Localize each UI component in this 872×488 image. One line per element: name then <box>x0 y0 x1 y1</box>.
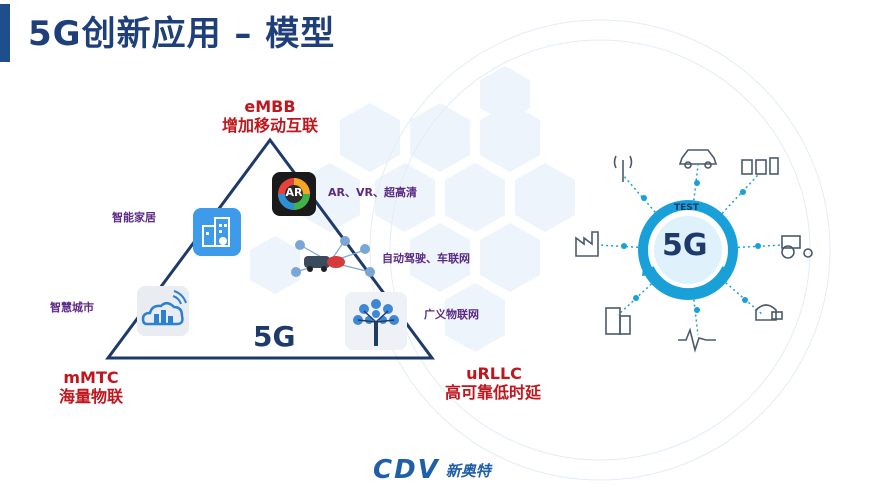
logo-cdv-text: CDV <box>373 455 440 485</box>
embb-cn-label: 增加移动互联 <box>221 116 318 135</box>
smart-home-icon <box>193 208 241 256</box>
ar-icon: AR <box>272 172 316 216</box>
connected-car-icon <box>291 236 375 277</box>
urllc-label: uRLLC <box>466 364 522 383</box>
iot-label: 广义物联网 <box>424 308 479 321</box>
smart-city-icon <box>137 286 189 336</box>
iot-tree-icon <box>345 292 407 350</box>
hub-test-badge: TEST <box>674 203 699 213</box>
autonomous-driving-label: 自动驾驶、车联网 <box>382 252 470 265</box>
mmtc-cn-label: 海量物联 <box>58 387 123 406</box>
5g-hub-diagram <box>575 149 813 353</box>
smart-city-label: 智慧城市 <box>50 301 94 314</box>
logo-cn-text: 新奥特 <box>445 461 491 480</box>
cdv-logo: CDV 新奥特 <box>373 455 491 485</box>
title-accent-bar <box>0 4 10 62</box>
mmtc-label: mMTC <box>63 368 119 387</box>
urllc-cn-label: 高可靠低时延 <box>444 383 541 402</box>
ar-icon-text: AR <box>285 186 303 199</box>
hub-center-5g-label: 5G <box>662 228 708 263</box>
smart-home-label: 智能家居 <box>112 211 156 224</box>
ar-vr-label: AR、VR、超高清 <box>328 186 417 199</box>
embb-label: eMBB <box>244 97 296 116</box>
triangle-5g-label: 5G <box>253 320 296 353</box>
page-title: 5G创新应用 – 模型 <box>28 14 336 54</box>
